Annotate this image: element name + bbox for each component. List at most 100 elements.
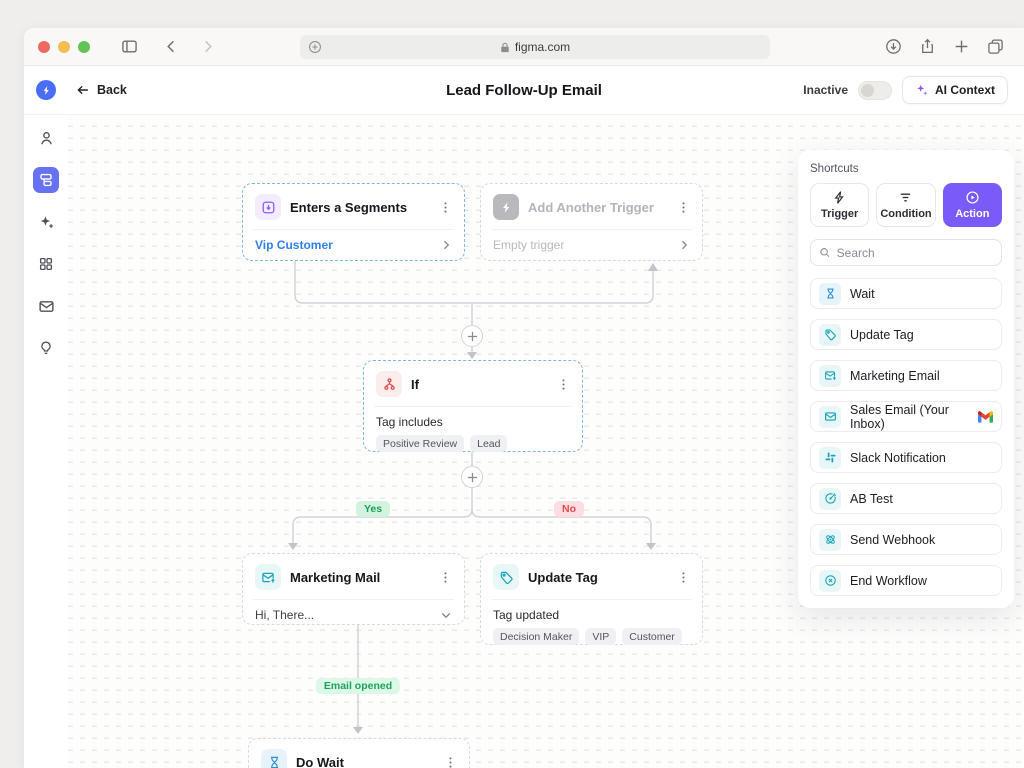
condition-label: Tag updated [493,608,690,622]
grid-icon [38,256,54,272]
app-logo-icon[interactable] [36,80,56,100]
minimize-window-button[interactable] [58,41,70,53]
search-input[interactable] [837,246,993,260]
mail-send-icon [819,365,841,387]
mail-send-icon [255,564,281,590]
more-options-icon[interactable] [439,571,452,584]
mail-icon [819,406,841,428]
sidebar-item-ideas[interactable] [33,335,59,361]
action-label: Marketing Email [850,369,993,383]
action-label: AB Test [850,492,993,506]
add-node-button[interactable] [461,325,483,347]
sparkles-icon [915,83,929,97]
action-item-end-workflow[interactable]: End Workflow [810,565,1002,596]
app-header: Back Lead Follow-Up Email Inactive AI Co… [24,66,1024,115]
lock-icon [500,42,510,53]
status-label: Inactive [803,83,848,97]
action-label: Update Tag [850,328,993,342]
action-item-marketing-email[interactable]: Marketing Email [810,360,1002,391]
add-node-button[interactable] [461,466,483,488]
tag-pill: Lead [470,435,507,452]
sidebar-item-ai[interactable] [33,209,59,235]
mail-icon [38,298,55,315]
browser-toolbar: figma.com [24,28,1024,66]
hourglass-icon [261,749,287,768]
address-bar[interactable]: figma.com [300,35,770,59]
node-title: Enters a Segments [290,200,430,215]
more-options-icon[interactable] [439,201,452,214]
browser-forward-icon[interactable] [196,36,218,58]
search-icon [819,246,831,259]
node-value[interactable]: Vip Customer [255,238,333,252]
search-box[interactable] [810,239,1002,266]
downloads-icon[interactable] [882,36,904,58]
action-label: Send Webhook [850,533,993,547]
action-label: Sales Email (Your Inbox) [850,403,969,431]
node-add-trigger[interactable]: Add Another Trigger Empty trigger [480,183,703,261]
ai-context-label: AI Context [935,83,995,97]
tag-pill: Decision Maker [493,628,579,645]
node-title: Add Another Trigger [528,200,668,215]
share-icon[interactable] [916,36,938,58]
browser-window: figma.com Back L [24,28,1024,768]
shortcut-label: Trigger [821,208,858,220]
tag-pill: Customer [622,628,682,645]
browser-back-icon[interactable] [160,36,182,58]
action-item-wait[interactable]: Wait [810,278,1002,309]
action-item-send-webhook[interactable]: Send Webhook [810,524,1002,555]
node-segment-trigger[interactable]: Enters a Segments Vip Customer [242,183,465,261]
lightbulb-icon [38,340,54,356]
node-value: Empty trigger [493,238,564,252]
shortcut-condition-button[interactable]: Condition [876,183,935,227]
url-text: figma.com [515,40,570,54]
browser-sidebar-toggle-icon[interactable] [118,36,140,58]
node-title: If [411,377,548,392]
active-toggle[interactable] [858,81,892,100]
action-item-sales-email[interactable]: Sales Email (Your Inbox) [810,401,1002,432]
more-options-icon[interactable] [444,756,457,768]
node-update-tag[interactable]: Update Tag Tag updated Decision Maker VI… [480,553,703,645]
sidebar-item-apps[interactable] [33,251,59,277]
user-icon [38,130,55,147]
sidebar-item-workflows[interactable] [33,167,59,193]
node-do-wait[interactable]: Do Wait [248,738,470,768]
zoom-window-button[interactable] [78,41,90,53]
sparkles-icon [38,214,55,231]
shortcuts-label: Shortcuts [810,163,1002,175]
shortcut-action-button[interactable]: Action [943,183,1002,227]
chevron-down-icon[interactable] [440,609,452,621]
arrow-left-icon [76,83,90,97]
sidebar-item-profile[interactable] [33,125,59,151]
chevron-right-icon[interactable] [678,239,690,251]
hourglass-icon [819,283,841,305]
tab-overview-icon[interactable] [984,36,1006,58]
action-label: End Workflow [850,574,993,588]
back-button[interactable]: Back [76,83,127,97]
more-options-icon[interactable] [677,571,690,584]
workflow-canvas[interactable]: Yes No Email opened Enters a Segments Vi… [68,115,1024,768]
lightning-icon [832,190,847,205]
node-marketing-mail[interactable]: Marketing Mail Hi, There... [242,553,465,625]
new-tab-icon[interactable] [950,36,972,58]
node-value[interactable]: Hi, There... [255,608,314,622]
node-title: Do Wait [296,755,435,768]
traffic-lights [38,41,90,53]
action-item-ab-test[interactable]: AB Test [810,483,1002,514]
edge-label-yes: Yes [356,501,390,517]
more-options-icon[interactable] [677,201,690,214]
webhook-icon [819,529,841,551]
node-if-condition[interactable]: If Tag includes Positive Review Lead [363,360,583,452]
end-circle-icon [819,570,841,592]
sidebar-item-email[interactable] [33,293,59,319]
left-sidebar [24,115,68,768]
shortcut-trigger-button[interactable]: Trigger [810,183,869,227]
action-item-slack-notification[interactable]: Slack Notification [810,442,1002,473]
more-options-icon[interactable] [557,378,570,391]
action-item-update-tag[interactable]: Update Tag [810,319,1002,350]
chevron-right-icon[interactable] [440,239,452,251]
close-window-button[interactable] [38,41,50,53]
lightning-icon [493,194,519,220]
node-title: Update Tag [528,570,668,585]
ai-context-button[interactable]: AI Context [902,76,1008,104]
shortcut-label: Condition [880,208,931,220]
